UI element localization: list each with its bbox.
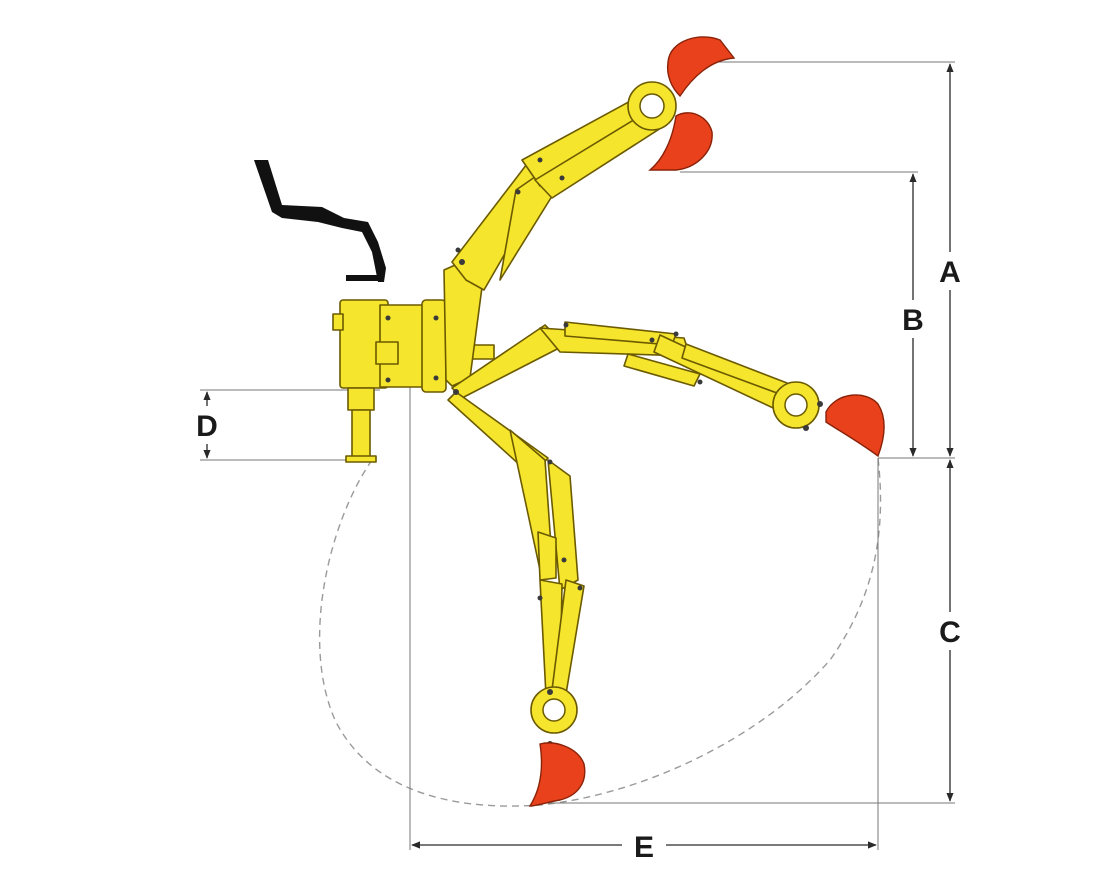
dimension-labels: A B C D E [187,252,970,864]
extension-lines [200,61,955,850]
label-e: E [634,831,654,864]
bucket-icon [825,394,885,458]
label-a: A [939,256,961,289]
reach-envelope-path [318,457,882,807]
label-b: B [902,304,924,337]
boom-horizontal [451,321,823,431]
label-d: D [196,410,218,443]
mast-pins [453,259,465,395]
label-c: C [939,616,961,649]
bucket-icon [528,742,586,807]
seat-icon [254,160,386,282]
boom-raised [443,81,685,387]
boom-lowered [447,391,585,747]
bucket-icon [648,36,736,171]
